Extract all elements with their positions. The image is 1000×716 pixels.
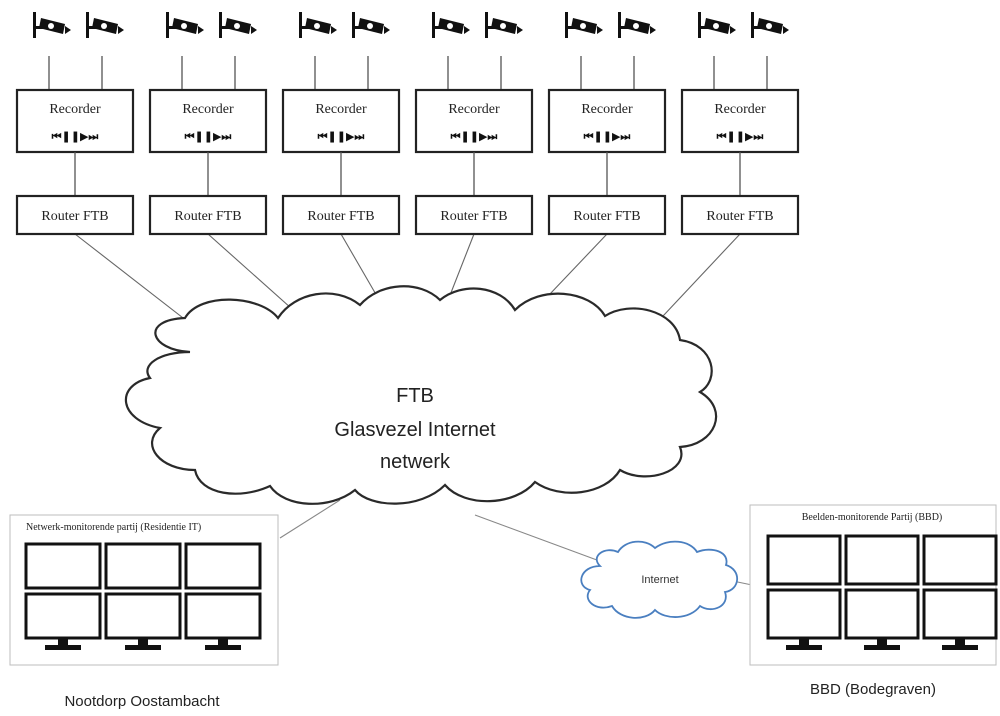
playback-controls-icon: ⏮❚❚▶⏭ xyxy=(584,131,631,143)
monitor-screen xyxy=(922,534,998,586)
monitor-screen xyxy=(844,534,920,586)
recorder-label: Recorder xyxy=(581,102,633,117)
recorder-box: Recorder ⏮❚❚▶⏭ xyxy=(414,88,534,154)
cctv-camera-icon xyxy=(432,12,470,38)
router-box: Router FTB xyxy=(148,194,268,236)
router-box: Router FTB xyxy=(281,194,401,236)
cctv-camera-icon xyxy=(485,12,523,38)
site-6: Recorder ⏮❚❚▶⏭ Router FTB xyxy=(680,12,800,236)
internet-label: Internet xyxy=(641,574,678,586)
ftb-cloud-shape xyxy=(124,285,718,505)
cctv-camera-icon xyxy=(166,12,204,38)
recorder-label: Recorder xyxy=(448,102,500,117)
site-5: Recorder ⏮❚❚▶⏭ Router FTB xyxy=(547,12,667,236)
monitor-screen xyxy=(24,592,102,640)
monitor-screen xyxy=(104,542,182,590)
router-box: Router FTB xyxy=(414,194,534,236)
recorder-label: Recorder xyxy=(182,102,234,117)
monitor-screen xyxy=(922,588,998,640)
cctv-camera-icon xyxy=(565,12,603,38)
site-4: Recorder ⏮❚❚▶⏭ Router FTB xyxy=(414,12,534,236)
cloud-line-1: FTB xyxy=(396,385,434,407)
monitor-stand-icon xyxy=(799,638,809,646)
router-label: Router FTB xyxy=(706,209,773,224)
ftb-cloud: FTB Glasvezel Internet netwerk xyxy=(124,285,718,505)
cloud-line-2: Glasvezel Internet xyxy=(334,419,496,441)
site-1: Recorder ⏮❚❚▶⏭ Router FTB xyxy=(15,12,135,236)
monitor-base-icon xyxy=(45,645,81,650)
camera-sites: Recorder ⏮❚❚▶⏭ Router FTB Recorder ⏮❚❚▶⏭ Rout… xyxy=(15,12,800,236)
right-site-caption: BBD (Bodegraven) xyxy=(810,681,936,698)
playback-controls-icon: ⏮❚❚▶⏭ xyxy=(318,131,365,143)
recorder-box: Recorder ⏮❚❚▶⏭ xyxy=(680,88,800,154)
cctv-camera-icon xyxy=(299,12,337,38)
left-site-link xyxy=(279,499,341,539)
site-3: Recorder ⏮❚❚▶⏭ Router FTB xyxy=(281,12,401,236)
monitor-base-icon xyxy=(786,645,822,650)
monitor-base-icon xyxy=(942,645,978,650)
router-box: Router FTB xyxy=(15,194,135,236)
monitor-stand-icon xyxy=(58,638,68,646)
cctv-camera-icon xyxy=(751,12,789,38)
monitor-screen xyxy=(104,592,182,640)
recorder-box: Recorder ⏮❚❚▶⏭ xyxy=(15,88,135,154)
left-panel-title: Netwerk-monitorende partij (Residentie I… xyxy=(26,522,201,533)
recorder-label: Recorder xyxy=(714,102,766,117)
monitor-screen xyxy=(24,542,102,590)
right-panel-title: Beelden-monitorende Partij (BBD) xyxy=(802,512,943,523)
monitor-stand-icon xyxy=(218,638,228,646)
monitor-screen xyxy=(766,588,842,640)
cctv-camera-icon xyxy=(618,12,656,38)
router-box: Router FTB xyxy=(680,194,800,236)
recorder-box: Recorder ⏮❚❚▶⏭ xyxy=(281,88,401,154)
internet-cloud-shape xyxy=(580,540,739,619)
monitor-stand-icon xyxy=(955,638,965,646)
recorder-box: Recorder ⏮❚❚▶⏭ xyxy=(547,88,667,154)
cctv-camera-icon xyxy=(352,12,390,38)
recorder-label: Recorder xyxy=(315,102,367,117)
monitor-stand-icon xyxy=(877,638,887,646)
playback-controls-icon: ⏮❚❚▶⏭ xyxy=(717,131,764,143)
cctv-camera-icon xyxy=(219,12,257,38)
internet-link xyxy=(474,514,606,564)
monitor-stand-icon xyxy=(138,638,148,646)
right-monitor-wall xyxy=(766,534,998,650)
cctv-camera-icon xyxy=(86,12,124,38)
monitor-screen xyxy=(184,542,262,590)
monitor-screen xyxy=(184,592,262,640)
router-label: Router FTB xyxy=(307,209,374,224)
router-label: Router FTB xyxy=(174,209,241,224)
internet-cloud: Internet xyxy=(580,540,739,619)
router-box: Router FTB xyxy=(547,194,667,236)
recorder-box: Recorder ⏮❚❚▶⏭ xyxy=(148,88,268,154)
left-monitor-wall xyxy=(24,542,262,650)
cloud-line-3: netwerk xyxy=(380,451,451,473)
left-site-caption: Nootdorp Oostambacht xyxy=(64,693,220,710)
router-label: Router FTB xyxy=(440,209,507,224)
monitor-base-icon xyxy=(125,645,161,650)
playback-controls-icon: ⏮❚❚▶⏭ xyxy=(451,131,498,143)
monitor-screen xyxy=(844,588,920,640)
recorder-label: Recorder xyxy=(49,102,101,117)
cctv-camera-icon xyxy=(698,12,736,38)
playback-controls-icon: ⏮❚❚▶⏭ xyxy=(185,131,232,143)
monitor-screen xyxy=(766,534,842,586)
router-label: Router FTB xyxy=(573,209,640,224)
router-label: Router FTB xyxy=(41,209,108,224)
left-monitor-panel: Netwerk-monitorende partij (Residentie I… xyxy=(9,514,279,666)
cctv-camera-icon xyxy=(33,12,71,38)
site-2: Recorder ⏮❚❚▶⏭ Router FTB xyxy=(148,12,268,236)
playback-controls-icon: ⏮❚❚▶⏭ xyxy=(52,131,99,143)
right-monitor-panel: Beelden-monitorende Partij (BBD) xyxy=(749,504,998,666)
monitor-base-icon xyxy=(864,645,900,650)
monitor-base-icon xyxy=(205,645,241,650)
